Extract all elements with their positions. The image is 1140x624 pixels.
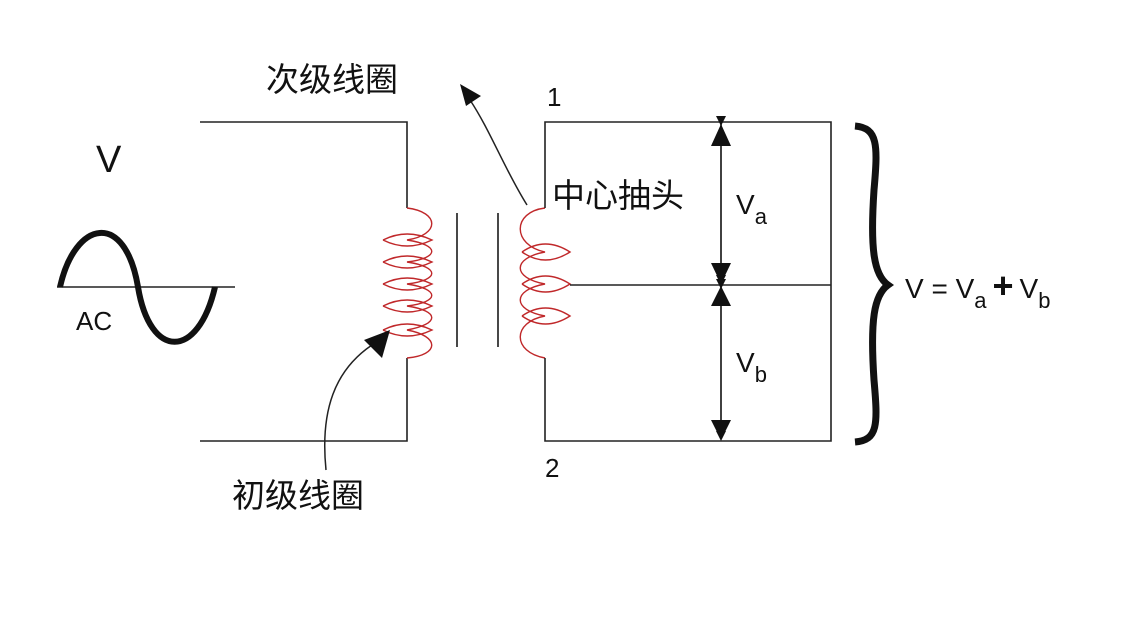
secondary-coil-label: 次级线圈 <box>266 61 398 98</box>
primary-pointer-arrow <box>323 344 373 471</box>
secondary-pointer-arrow <box>469 99 528 206</box>
secondary-coil <box>519 207 572 359</box>
primary-arrowhead-icon <box>364 330 390 358</box>
primary-coil <box>382 207 434 359</box>
voltage-arrowheads <box>711 124 731 440</box>
center-tap-label: 中心抽头 <box>552 177 684 214</box>
primary-wires <box>200 121 408 442</box>
secondary-wires <box>544 121 832 442</box>
ac-label: AC <box>76 306 112 336</box>
vb-label: Vb <box>736 347 767 387</box>
ac-source-icon <box>57 230 235 345</box>
brace <box>854 122 895 446</box>
terminal-2-label: 2 <box>545 453 559 483</box>
formula: V = Va+Vb <box>905 265 1050 313</box>
transformer-core <box>456 213 499 347</box>
va-label: Va <box>736 189 768 229</box>
primary-coil-label: 初级线圈 <box>232 477 364 514</box>
terminal-1-label: 1 <box>547 82 561 112</box>
source-voltage-label: V <box>96 139 122 181</box>
secondary-arrowhead-icon <box>460 84 481 106</box>
